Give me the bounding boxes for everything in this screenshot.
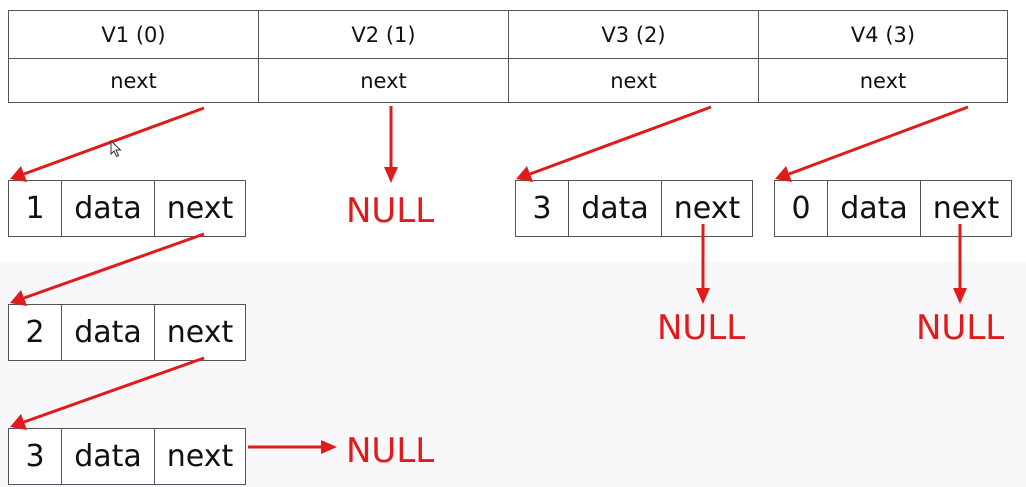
vertex-v2-label: V2 (1) — [258, 10, 509, 59]
node-v3-3-id: 3 — [515, 180, 569, 237]
node-v3-3-next: next — [661, 180, 753, 237]
arrow-v4-to-node0 — [788, 105, 969, 176]
null-label-v3: NULL — [657, 308, 746, 348]
node-v3-3-data: data — [568, 180, 662, 237]
node-1-id: 1 — [8, 180, 62, 237]
arrow-v3-to-node3 — [529, 105, 712, 176]
vertex-v1-next: next — [8, 58, 259, 103]
node-1-next: next — [154, 180, 246, 237]
mouse-cursor-icon — [110, 140, 122, 158]
null-label-v1-chain: NULL — [346, 431, 435, 471]
vertex-v4-next: next — [758, 58, 1008, 103]
node-3-next: next — [154, 428, 246, 485]
vertex-v3-label: V3 (2) — [508, 10, 759, 59]
node-2-id: 2 — [8, 304, 62, 361]
arrowhead-v2-to-null — [384, 167, 398, 183]
node-1-data: data — [61, 180, 155, 237]
vertex-v3-next: next — [508, 58, 759, 103]
node-2-next: next — [154, 304, 246, 361]
node-v4-0-next: next — [920, 180, 1012, 237]
vertex-v2-next: next — [258, 58, 509, 103]
vertex-v1-label: V1 (0) — [8, 10, 259, 59]
node-v4-0-data: data — [827, 180, 921, 237]
node-3-id: 3 — [8, 428, 62, 485]
node-v4-0-id: 0 — [774, 180, 828, 237]
null-label-v4: NULL — [916, 308, 1005, 348]
node-2-data: data — [61, 304, 155, 361]
null-label-v2: NULL — [346, 191, 435, 231]
node-3-data: data — [61, 428, 155, 485]
vertex-v4-label: V4 (3) — [758, 10, 1008, 59]
